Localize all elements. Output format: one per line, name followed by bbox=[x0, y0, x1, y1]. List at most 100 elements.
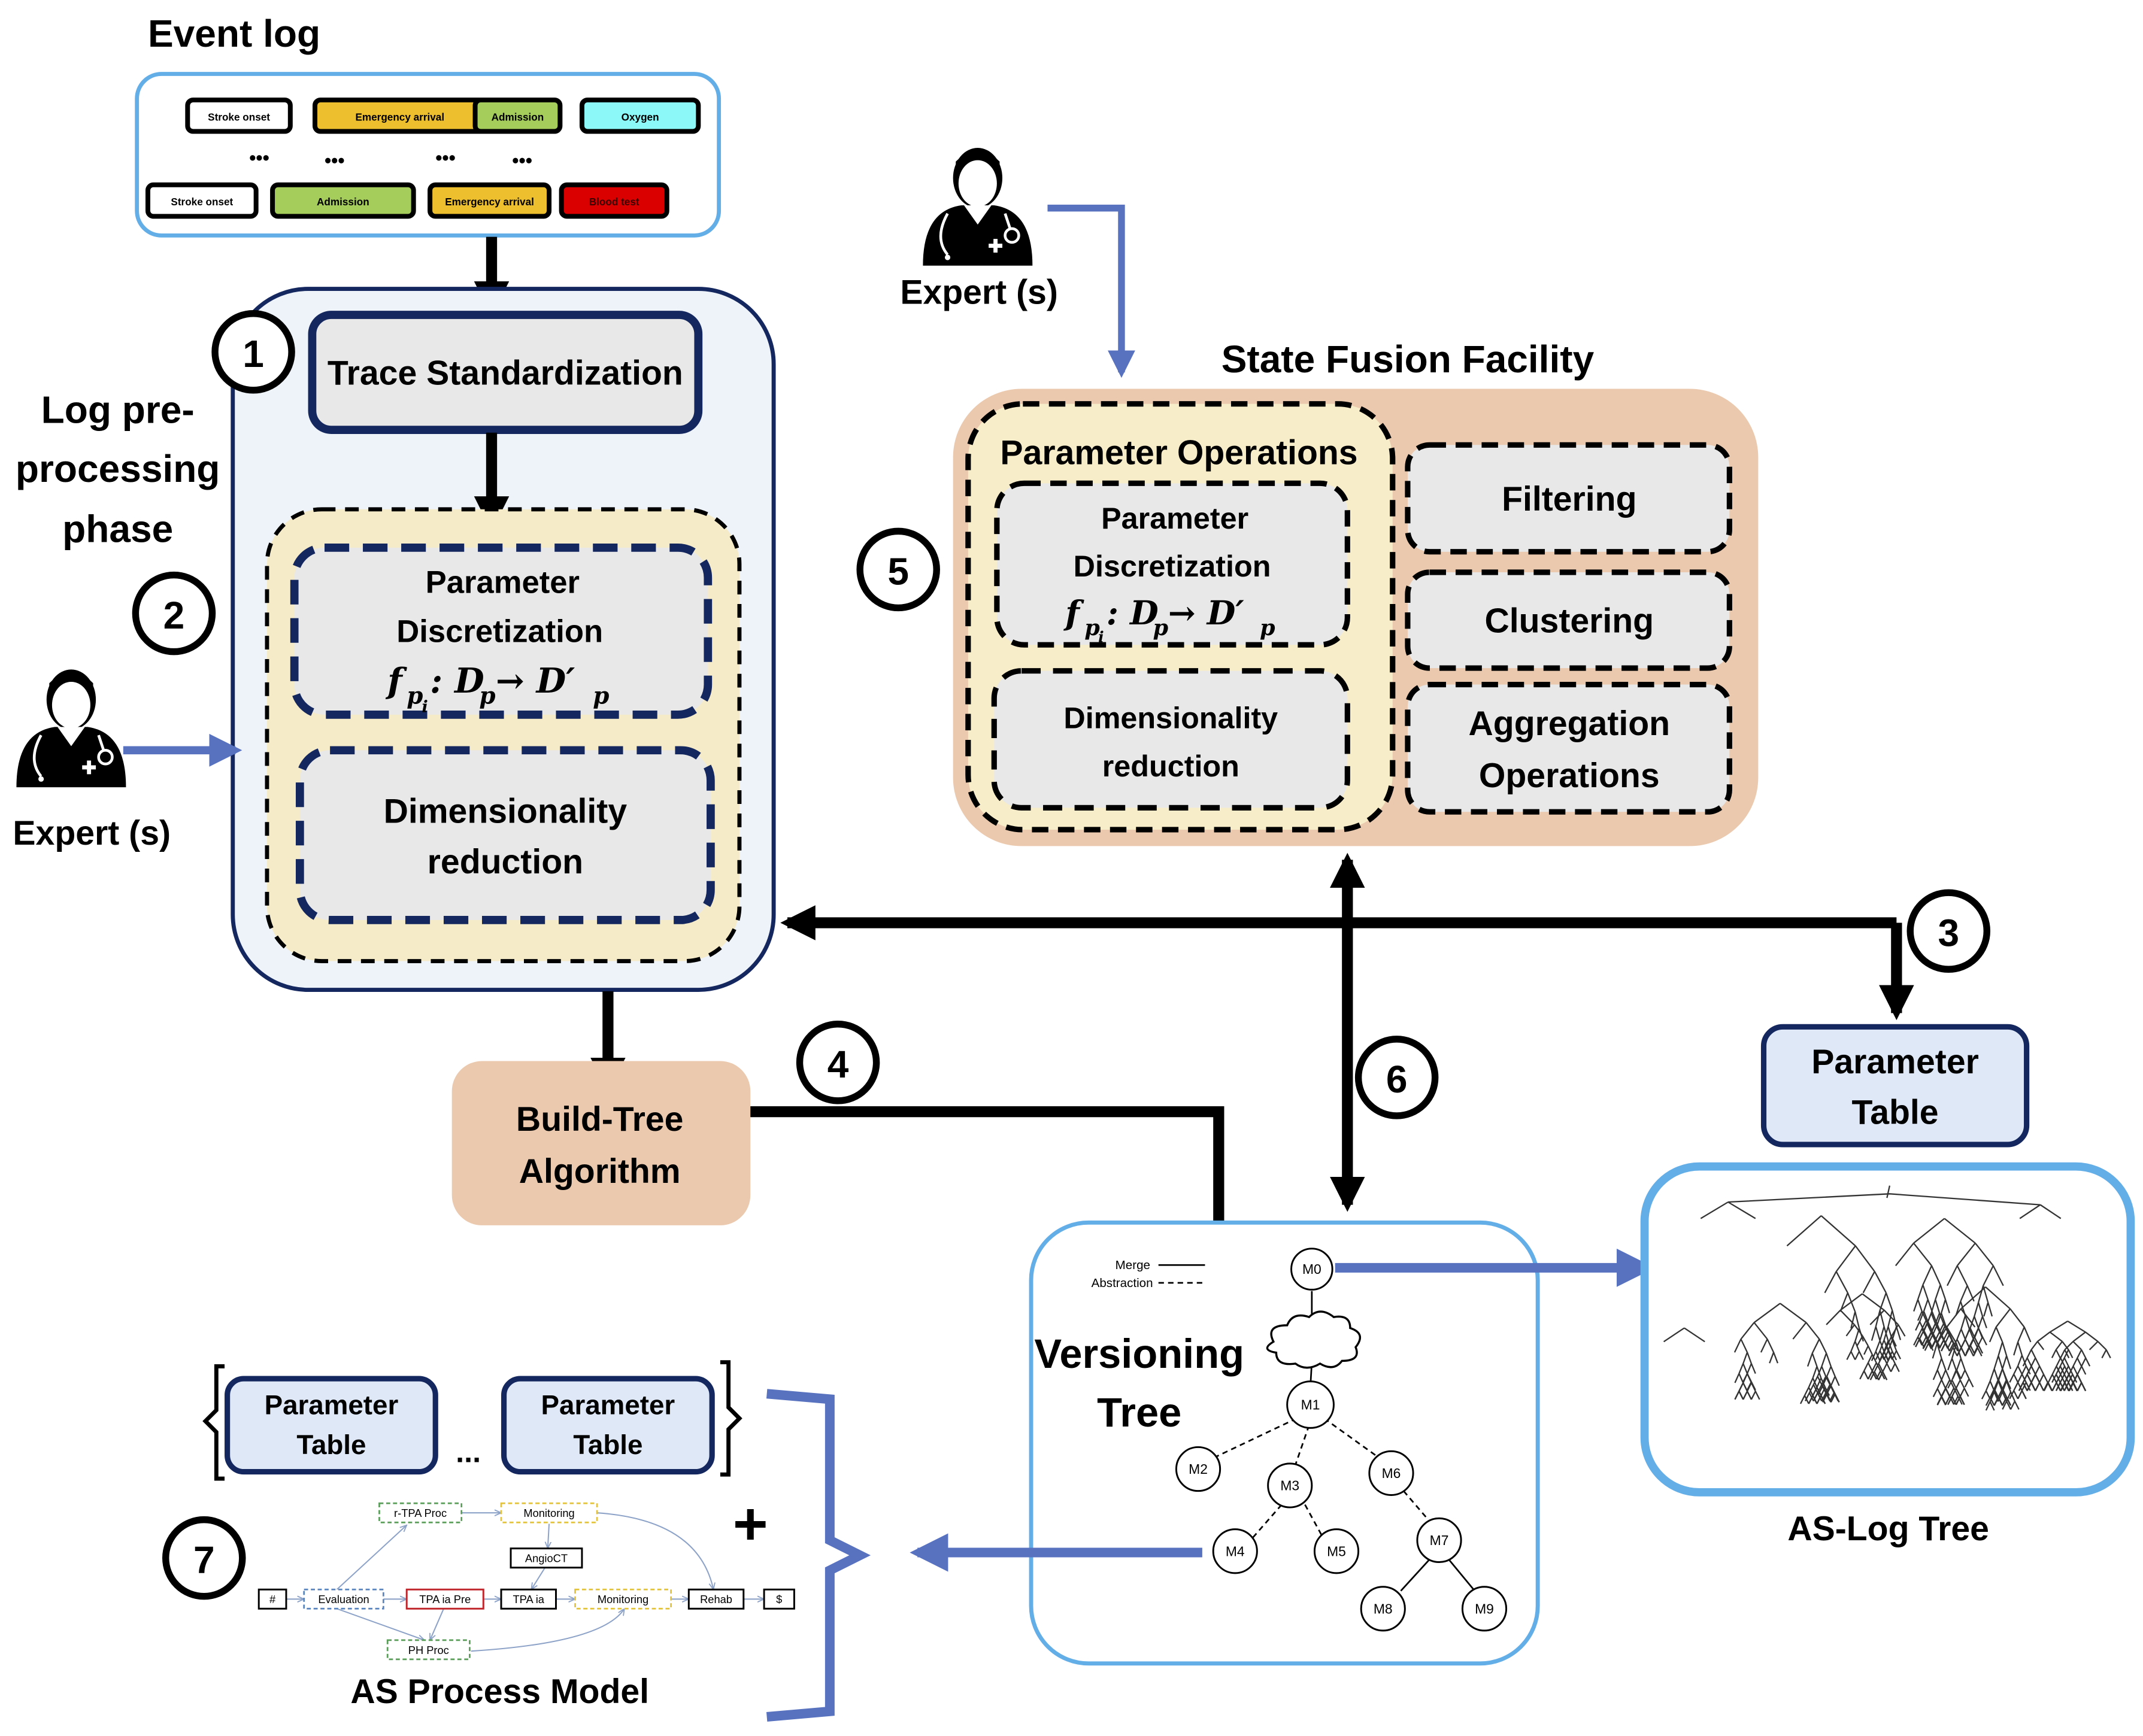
version-node-m5[interactable]: M5 bbox=[1313, 1528, 1360, 1574]
tree-edge bbox=[1965, 1328, 1971, 1337]
trace-standardization-box[interactable] bbox=[308, 311, 703, 434]
tree-edge bbox=[1829, 1392, 1835, 1401]
process-node-label: r-TPA Proc bbox=[394, 1507, 447, 1519]
version-node-m1[interactable]: M1 bbox=[1286, 1380, 1335, 1429]
tree-edge bbox=[2039, 1204, 2062, 1219]
tree-edge bbox=[1896, 1326, 1902, 1340]
param-discretization-box[interactable] bbox=[290, 543, 713, 719]
tree-edge bbox=[1953, 1388, 1959, 1397]
tree-edge bbox=[2006, 1397, 2012, 1406]
event-chip-label: Stroke onset bbox=[171, 196, 233, 208]
tree-edge bbox=[2062, 1341, 2069, 1350]
tree-edge bbox=[1977, 1347, 1983, 1356]
version-node-label: M4 bbox=[1226, 1543, 1245, 1559]
tree-edge bbox=[1992, 1265, 2004, 1286]
tree-edge bbox=[2064, 1374, 2070, 1383]
tree-edge bbox=[1824, 1271, 1837, 1294]
version-node-circle bbox=[1286, 1380, 1335, 1429]
tree-edge bbox=[1947, 1379, 1953, 1389]
tree-edge bbox=[1863, 1370, 1869, 1380]
process-node-label: Monitoring bbox=[598, 1593, 648, 1606]
build-tree-algorithm[interactable]: Build-Tree Algorithm bbox=[451, 1061, 751, 1225]
clustering-box[interactable] bbox=[1405, 569, 1732, 671]
parameter-table-line1: Parameter bbox=[541, 1390, 675, 1421]
tree-edge bbox=[1878, 1371, 1884, 1380]
process-node-box bbox=[405, 1588, 484, 1610]
tree-edge bbox=[1932, 1370, 1938, 1380]
version-node-m9[interactable]: M9 bbox=[1461, 1586, 1508, 1632]
tree-edge bbox=[1871, 1362, 1877, 1371]
tree-edge bbox=[1913, 1218, 1945, 1244]
version-node-m2[interactable]: M2 bbox=[1175, 1446, 1221, 1492]
version-node-circle bbox=[1290, 1248, 1333, 1291]
tree-edge bbox=[1951, 1388, 1957, 1397]
version-node-label: M7 bbox=[1430, 1532, 1449, 1548]
tree-edge bbox=[1811, 1353, 1818, 1367]
tree-edge bbox=[2047, 1374, 2053, 1383]
version-node-m0[interactable]: M0 bbox=[1290, 1248, 1333, 1291]
edge-m7-m8 bbox=[1400, 1559, 1430, 1592]
aggregation-box[interactable] bbox=[1405, 681, 1732, 815]
versioning-tree: Versioning Tree Merge Abstraction M0M1M2… bbox=[1029, 1220, 1540, 1666]
as-process-model-label: AS Process Model bbox=[350, 1673, 649, 1711]
tree-edge bbox=[2039, 1365, 2045, 1375]
tree-edge bbox=[1930, 1313, 1936, 1324]
tree-edge bbox=[1871, 1370, 1877, 1380]
versioning-title-line1: Versioning bbox=[1034, 1331, 1244, 1377]
tree-edge bbox=[1863, 1345, 1869, 1355]
tree-edge bbox=[2064, 1349, 2070, 1359]
tree-edge bbox=[1821, 1392, 1827, 1401]
dimensionality-reduction-box[interactable] bbox=[295, 746, 715, 924]
tree-edge bbox=[1818, 1385, 1824, 1395]
formula-sub-p2: p bbox=[1153, 615, 1169, 641]
parameter-table-box bbox=[1760, 1024, 2030, 1148]
tree-edge bbox=[1822, 1376, 1828, 1386]
tree-edge bbox=[1890, 1336, 1897, 1347]
tree-edge bbox=[1926, 1331, 1932, 1341]
tree-edge bbox=[2077, 1365, 2083, 1375]
filtering-box[interactable] bbox=[1405, 442, 1732, 555]
tree-edge bbox=[1960, 1358, 1966, 1371]
event-chip-box bbox=[270, 182, 416, 219]
tree-edge bbox=[1955, 1379, 1961, 1389]
step-badge-4: 4 bbox=[796, 1021, 880, 1104]
tree-edge bbox=[1959, 1379, 1965, 1389]
version-node-m3[interactable]: M3 bbox=[1267, 1462, 1313, 1509]
versioning-title-line2: Tree bbox=[1097, 1389, 1181, 1435]
tree-edge bbox=[1891, 1324, 1899, 1337]
tree-edge bbox=[1948, 1342, 1954, 1352]
parameter-table-right[interactable]: Parameter Table bbox=[1760, 1024, 2030, 1148]
version-node-m6[interactable]: M6 bbox=[1368, 1450, 1414, 1496]
tree-edge bbox=[1959, 1396, 1965, 1406]
tree-edge bbox=[2101, 1349, 2107, 1359]
tree-edge bbox=[2009, 1374, 2015, 1383]
tree-edge bbox=[1808, 1392, 1814, 1401]
tree-edge bbox=[1989, 1401, 1995, 1411]
tree-edge bbox=[2035, 1357, 2041, 1367]
tree-edge bbox=[1989, 1368, 1995, 1382]
version-node-m7[interactable]: M7 bbox=[1416, 1517, 1462, 1564]
parameter-table-bottom-1[interactable]: Parameter Table bbox=[225, 1376, 438, 1475]
tree-edge bbox=[1927, 1321, 1933, 1332]
tree-edge bbox=[1997, 1379, 2003, 1389]
tree-edge bbox=[1951, 1343, 1957, 1359]
fusion-param-discretization-box[interactable] bbox=[994, 480, 1350, 648]
tree-edge bbox=[2077, 1374, 2083, 1383]
tree-edge bbox=[1854, 1351, 1860, 1360]
version-node-m4[interactable]: M4 bbox=[1212, 1528, 1258, 1574]
tree-edge bbox=[1989, 1397, 1995, 1406]
tree-edge bbox=[1951, 1379, 1957, 1389]
formula-codomain: → D′ bbox=[496, 661, 575, 701]
tree-edge bbox=[1926, 1313, 1932, 1324]
parameter-table-bottom-2[interactable]: Parameter Table bbox=[501, 1376, 715, 1475]
step-6-number: 6 bbox=[1386, 1058, 1408, 1101]
version-node-m8[interactable]: M8 bbox=[1360, 1586, 1406, 1632]
tree-edge bbox=[1854, 1324, 1863, 1337]
tree-edge bbox=[1960, 1328, 1966, 1340]
fusion-dimensionality-box[interactable] bbox=[991, 668, 1350, 811]
tree-edge bbox=[1941, 1299, 1947, 1313]
tree-edge bbox=[1821, 1376, 1827, 1385]
tree-edge bbox=[1974, 1345, 1980, 1354]
